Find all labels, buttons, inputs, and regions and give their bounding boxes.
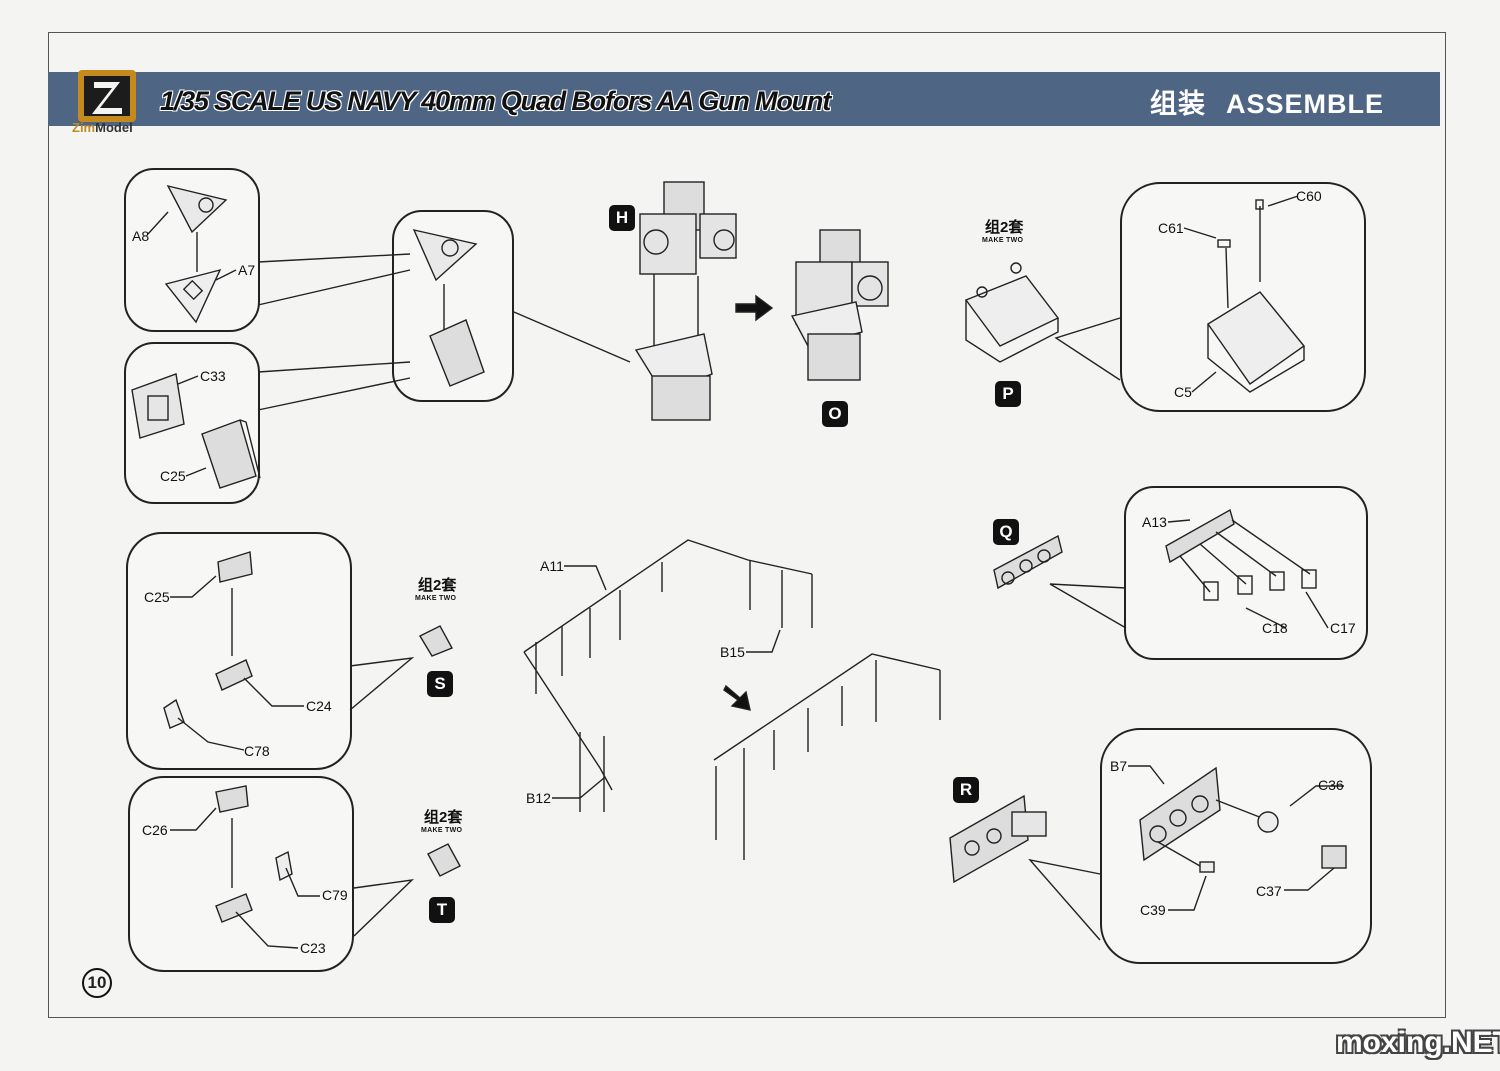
step-marker-s: S bbox=[427, 671, 453, 697]
part-label-a7: A7 bbox=[238, 262, 256, 278]
step-marker-p: P bbox=[995, 381, 1021, 407]
part-label-c23: C23 bbox=[300, 940, 326, 956]
part-label-c36: C36 bbox=[1318, 777, 1344, 793]
step-marker-o: O bbox=[822, 401, 848, 427]
page-number: 10 bbox=[82, 968, 112, 998]
make-two-en-p: MAKE TWO bbox=[982, 237, 1024, 244]
part-label-c60: C60 bbox=[1296, 188, 1322, 204]
part-label-c61: C61 bbox=[1158, 220, 1184, 236]
part-label-c25-top: C25 bbox=[160, 468, 186, 484]
part-label-c18: C18 bbox=[1262, 620, 1288, 636]
part-label-b12: B12 bbox=[526, 790, 551, 806]
part-label-c78: C78 bbox=[244, 743, 270, 759]
part-label-a8: A8 bbox=[132, 228, 150, 244]
part-label-c39: C39 bbox=[1140, 902, 1166, 918]
step-marker-t: T bbox=[429, 897, 455, 923]
part-label-c25-mid: C25 bbox=[144, 589, 170, 605]
part-label-c33: C33 bbox=[200, 368, 226, 384]
detail-bubble-c26-c23 bbox=[128, 776, 354, 972]
step-marker-h: H bbox=[609, 205, 635, 231]
step-marker-q: Q bbox=[993, 519, 1019, 545]
make-two-cn-s: 组2套 bbox=[418, 577, 457, 594]
part-label-a13: A13 bbox=[1142, 514, 1167, 530]
part-label-c24: C24 bbox=[306, 698, 332, 714]
make-two-en-t: MAKE TWO bbox=[421, 827, 463, 834]
header-bar bbox=[48, 72, 1440, 126]
page-frame bbox=[48, 32, 1446, 1018]
part-label-c17: C17 bbox=[1330, 620, 1356, 636]
part-label-c5: C5 bbox=[1174, 384, 1192, 400]
zim-model-logo-icon bbox=[78, 70, 136, 122]
make-two-en-s: MAKE TWO bbox=[415, 595, 457, 602]
part-label-b7: B7 bbox=[1110, 758, 1128, 774]
make-two-cn-t: 组2套 bbox=[424, 809, 463, 826]
part-label-c37: C37 bbox=[1256, 883, 1282, 899]
make-two-cn-p: 组2套 bbox=[985, 219, 1024, 236]
watermark: moxing.NET bbox=[1336, 1026, 1500, 1059]
part-label-c79: C79 bbox=[322, 887, 348, 903]
part-label-b15: B15 bbox=[720, 644, 745, 660]
part-label-a11: A11 bbox=[540, 558, 564, 574]
page-title: 1/35 SCALE US NAVY 40mm Quad Bofors AA G… bbox=[160, 86, 831, 116]
detail-bubble-a13 bbox=[1124, 486, 1368, 660]
part-label-c26: C26 bbox=[142, 822, 168, 838]
logo-text: ZimModel bbox=[72, 120, 133, 135]
step-marker-r: R bbox=[953, 777, 979, 803]
